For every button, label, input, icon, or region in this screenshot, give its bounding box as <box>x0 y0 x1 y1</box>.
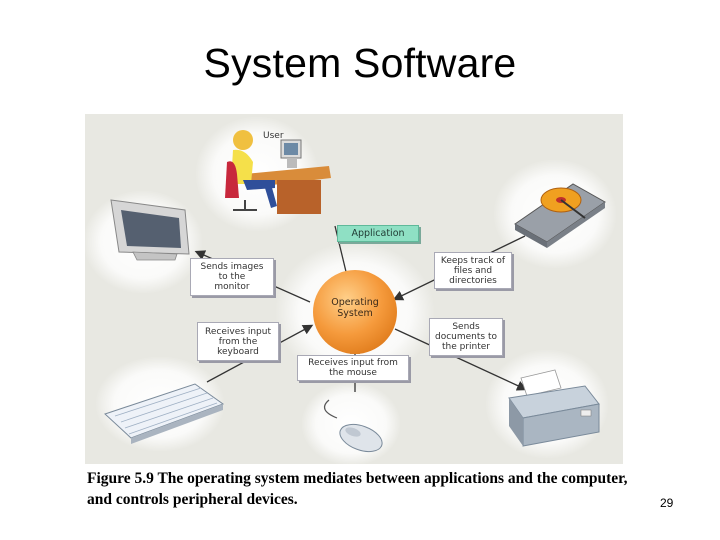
figure-caption: Figure 5.9 The operating system mediates… <box>87 470 628 508</box>
slide-title: System Software <box>203 40 517 86</box>
hard-drive-icon <box>514 183 606 248</box>
files-label: Keeps track of files and directories <box>434 252 512 289</box>
operating-system-circle <box>313 270 397 354</box>
keyboard-icon <box>104 383 225 444</box>
mouse-label: Receives input from the mouse <box>297 355 409 381</box>
user-label: User <box>263 131 284 141</box>
monitor-label: Sends images to the monitor <box>190 258 274 296</box>
printer-icon <box>508 369 600 447</box>
arrow-os-to-printer <box>394 328 528 391</box>
user-at-desk-icon <box>225 130 331 214</box>
mouse-icon <box>323 399 383 453</box>
diagram-graphics <box>85 116 617 464</box>
printer-label: Sends documents to the printer <box>429 318 503 356</box>
monitor-icon <box>110 199 190 261</box>
operating-system-label: Operating System <box>331 297 379 319</box>
os-diagram-figure: User Application Sends images to the mon… <box>85 114 623 464</box>
application-label: Application <box>337 225 419 242</box>
page-number: 29 <box>660 496 674 510</box>
keyboard-label: Receives input from the keyboard <box>197 322 279 361</box>
